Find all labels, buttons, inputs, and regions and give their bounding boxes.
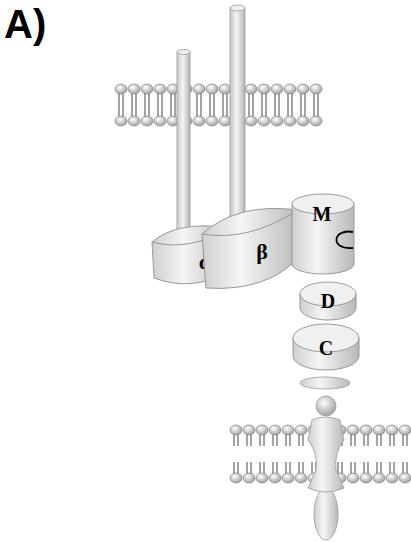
lipid-head [282, 473, 294, 483]
lipid-head [141, 84, 153, 94]
lipid-head [128, 116, 140, 126]
lipid-head [193, 84, 205, 94]
lipid-head [360, 473, 372, 483]
lipid-bilayer [115, 84, 322, 126]
helix-end [230, 5, 245, 11]
lipid-head [154, 116, 166, 126]
domain-surface [292, 204, 354, 274]
transmembrane-segment [308, 417, 344, 492]
lipid-head [310, 116, 322, 126]
lipid-head [245, 84, 257, 94]
panel-label: A) [4, 4, 46, 44]
domain-shape [198, 196, 304, 300]
cytoplasmic-tail [314, 488, 338, 540]
lipid-head [193, 116, 205, 126]
lipid-head [373, 473, 385, 483]
lipid-head [282, 425, 294, 435]
lipid-head [373, 425, 385, 435]
domain-surface [202, 208, 300, 288]
lipid-head [115, 84, 127, 94]
lipid-head [347, 425, 359, 435]
lipid-head [297, 84, 309, 94]
lipid-head [219, 84, 231, 94]
lipid-head [271, 116, 283, 126]
lipid-head [230, 473, 242, 483]
lipid-head [386, 473, 398, 483]
lipid-head [347, 473, 359, 483]
lipid-head [243, 425, 255, 435]
lipid-head [399, 425, 411, 435]
lipid-head [386, 425, 398, 435]
lipid-head [258, 116, 270, 126]
transmembrane-helix [230, 8, 245, 228]
lipid-head [271, 84, 283, 94]
lipid-head [284, 84, 296, 94]
protein-domain: C [291, 322, 361, 372]
lipid-head [230, 425, 242, 435]
protein-domain: M [289, 190, 357, 278]
lipid-head [310, 84, 322, 94]
lipid-head [206, 116, 218, 126]
lipid-head [295, 425, 307, 435]
lipid-head [154, 84, 166, 94]
helix-end [177, 50, 190, 55]
lipid-head [295, 473, 307, 483]
lipid-head [243, 473, 255, 483]
loop-line [336, 232, 353, 249]
lipid-head [141, 116, 153, 126]
lipid-head [128, 84, 140, 94]
protein-domain: D [298, 280, 358, 322]
linker-sphere [316, 396, 336, 416]
lipid-head [269, 425, 281, 435]
transmembrane-helix [177, 52, 190, 237]
lipid-head [256, 425, 268, 435]
lipid-head [256, 473, 268, 483]
protein-domain: β [198, 196, 304, 300]
lipid-head [245, 116, 257, 126]
lipid-head [219, 116, 231, 126]
lipid-head [269, 473, 281, 483]
lipid-head [115, 116, 127, 126]
domain-label: M [313, 204, 332, 224]
domain-label: β [256, 241, 268, 263]
lipid-head [360, 425, 372, 435]
lipid-head [258, 84, 270, 94]
domain-surface [202, 210, 298, 236]
domain-label: D [321, 291, 335, 311]
lipid-head [399, 473, 411, 483]
lipid-head [297, 116, 309, 126]
domain-label: C [319, 338, 333, 358]
linker-disc [300, 377, 350, 389]
lipid-head [284, 116, 296, 126]
lipid-head [206, 84, 218, 94]
